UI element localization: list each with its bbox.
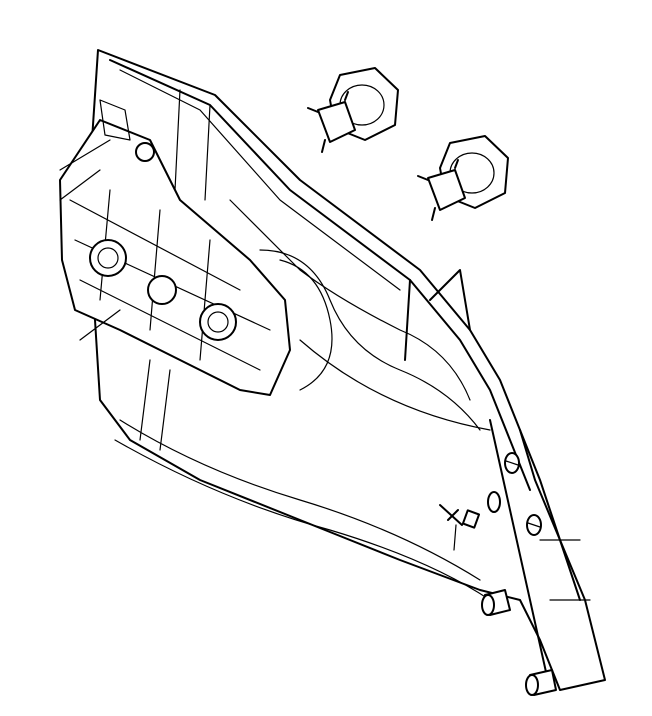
plate-hole-2 <box>147 275 177 305</box>
cap-nut-1 <box>307 67 399 153</box>
mounting-plate <box>59 99 291 396</box>
warning-symbol-icon <box>439 504 481 551</box>
cap-nut-2 <box>417 135 509 221</box>
plate-hole-3 <box>199 303 237 341</box>
housing-part <box>87 49 606 696</box>
plate-hole-1 <box>89 239 127 277</box>
